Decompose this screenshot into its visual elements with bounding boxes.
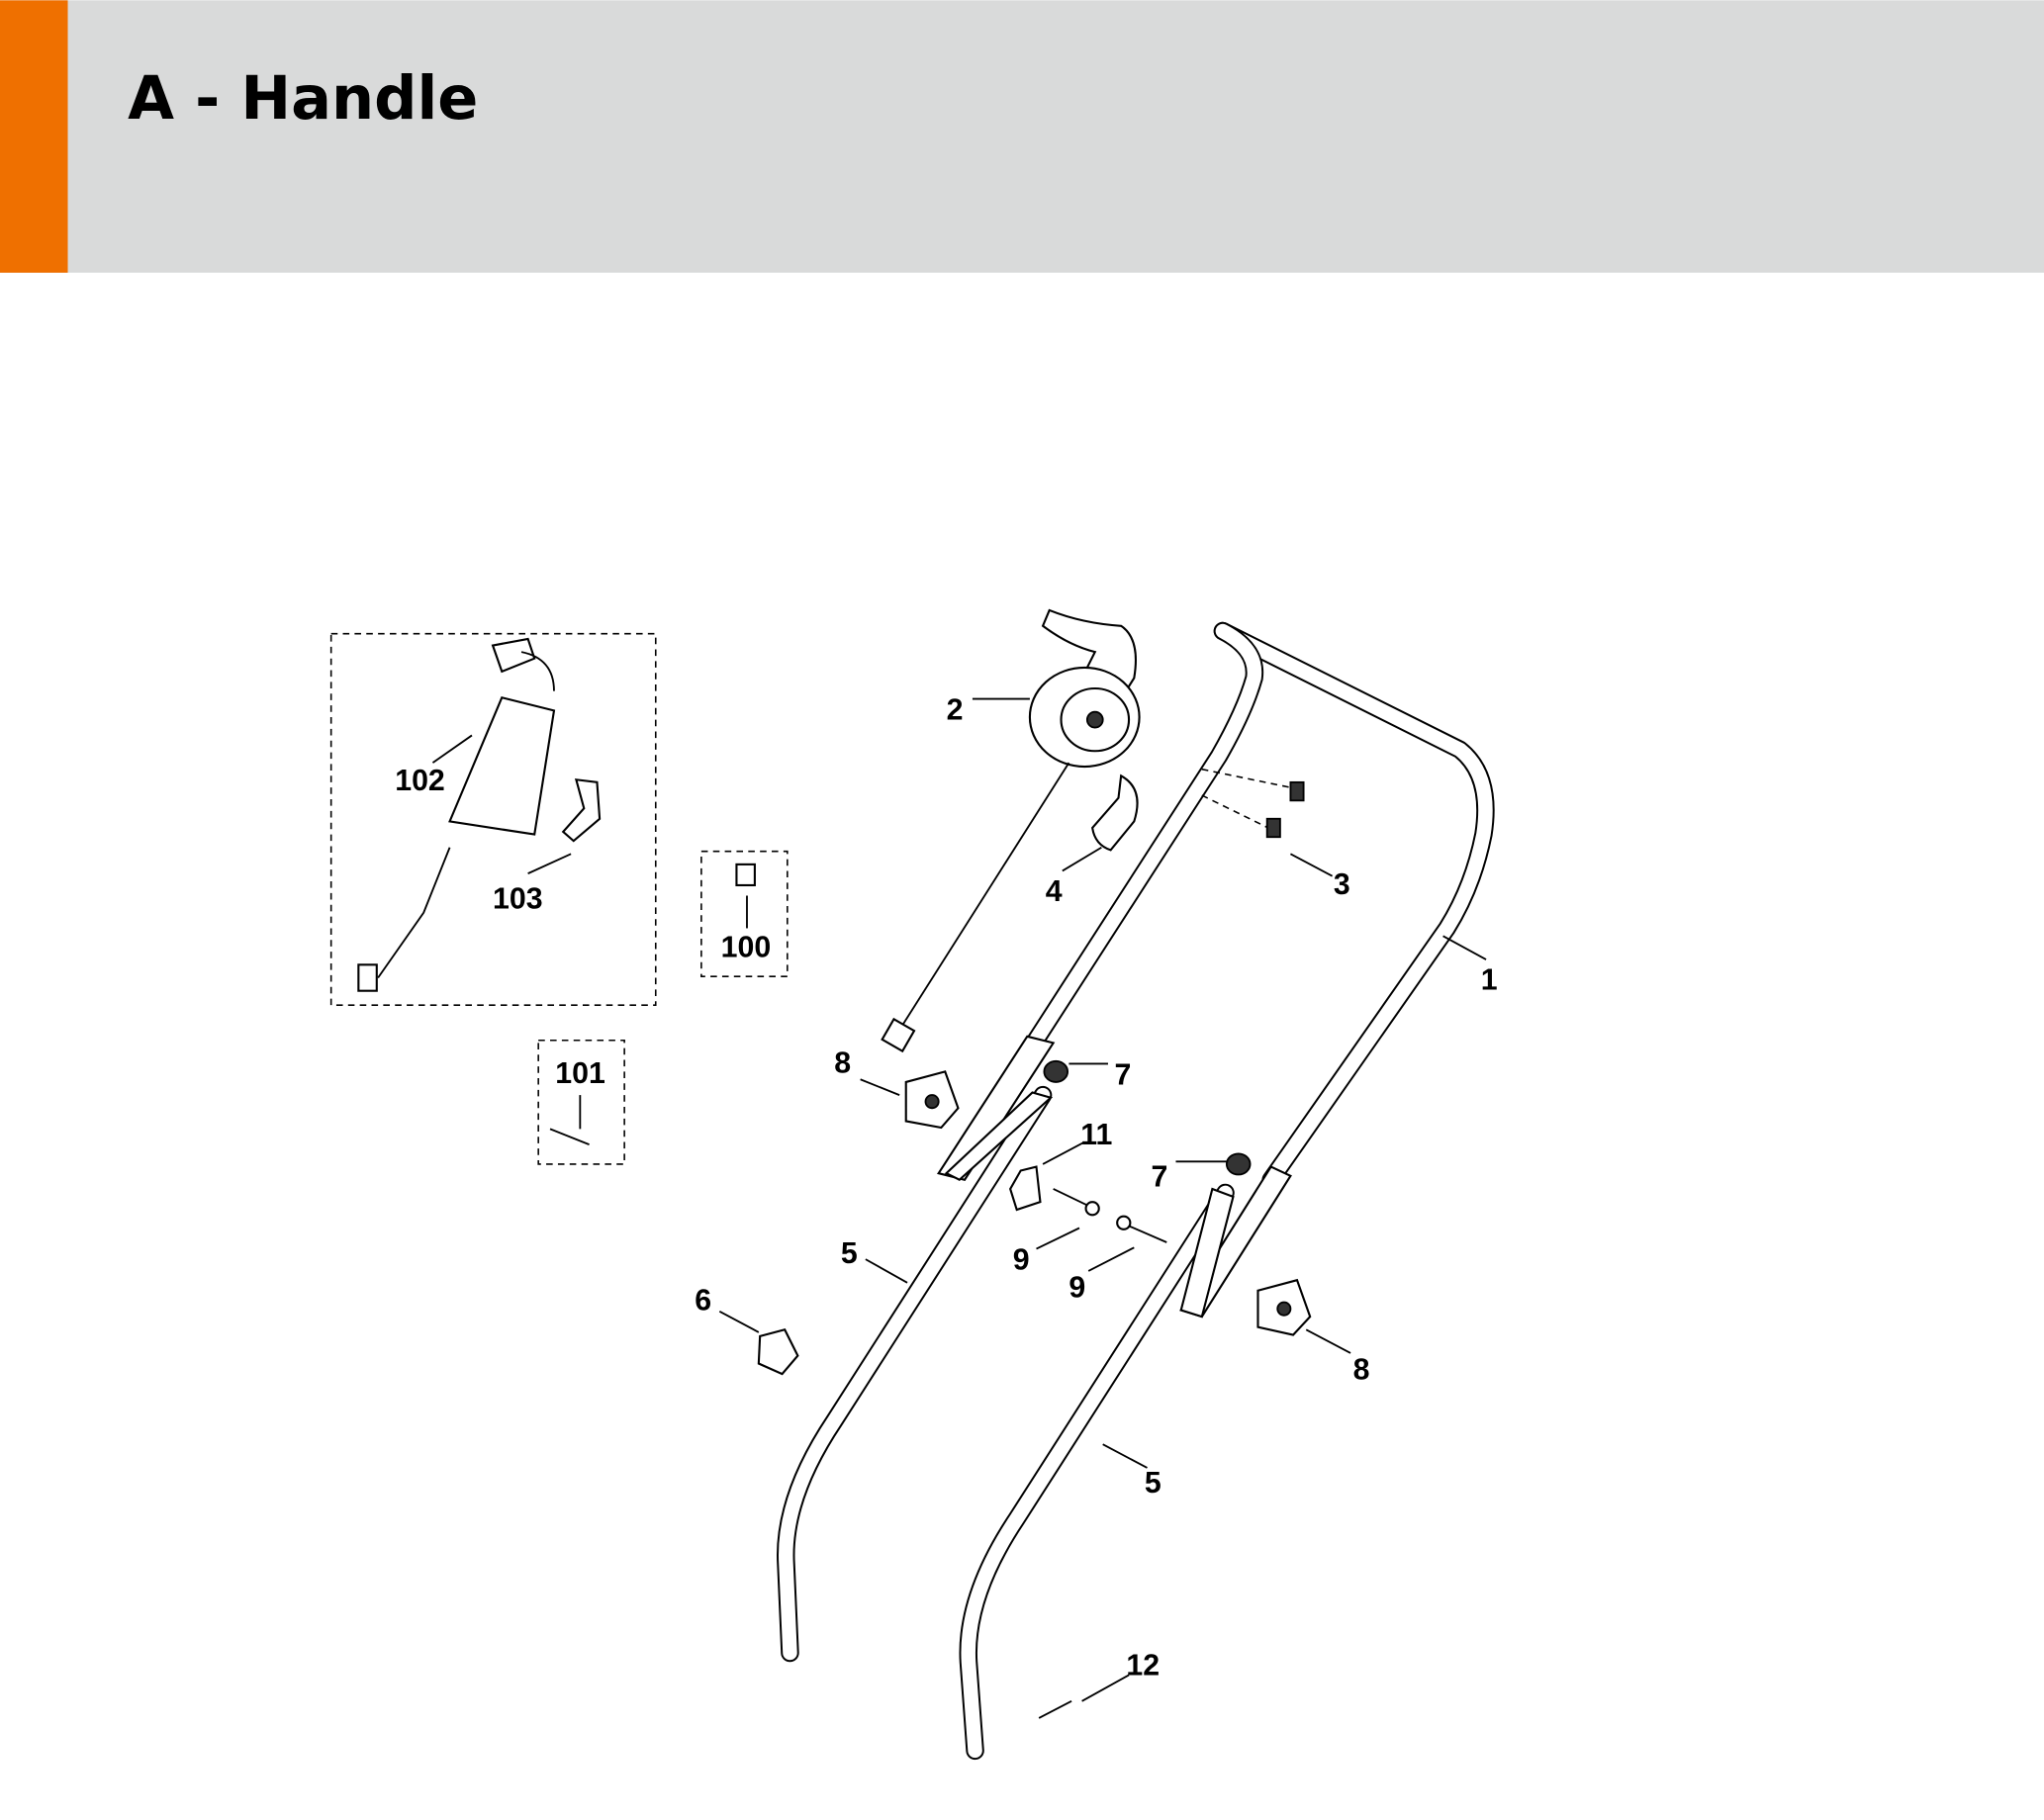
- callout-7-lower: 7: [1151, 1160, 1167, 1193]
- kit-box-102-103: [329, 632, 657, 1006]
- part-100-connector: [735, 863, 756, 887]
- insert-left: [944, 1091, 1054, 1182]
- leader-lines: [431, 697, 1487, 1702]
- callout-103: 103: [493, 883, 543, 916]
- accent-bar: [0, 0, 68, 273]
- callout-2: 2: [947, 694, 964, 727]
- page-title: A - Handle: [128, 64, 478, 134]
- part-3-screws: [1201, 768, 1305, 839]
- callout-9-left: 9: [1013, 1244, 1030, 1277]
- part-11-clamp: [1008, 1165, 1042, 1212]
- callout-11: 11: [1080, 1119, 1112, 1151]
- callout-7-upper: 7: [1115, 1059, 1132, 1092]
- part-7-caps: [1043, 1059, 1252, 1176]
- exploded-diagram: 1 2 3 4 5 5 6 7 7 8 8 9 9 11 12 100 101 …: [329, 608, 1498, 1761]
- part-4-cable-clip: [1091, 774, 1139, 852]
- header-band: [0, 0, 2044, 273]
- kit-box-101: [537, 1039, 625, 1165]
- part-8-knobs: [904, 1070, 1312, 1336]
- part-102-switch-assembly: [357, 637, 556, 992]
- insert-right: [1179, 1187, 1235, 1319]
- callout-102: 102: [395, 765, 445, 797]
- callout-100: 100: [721, 931, 772, 963]
- part-101-pin: [549, 1128, 590, 1146]
- part-103-bracket: [561, 777, 602, 843]
- bracket-left: [936, 1035, 1056, 1181]
- callout-3: 3: [1334, 868, 1350, 901]
- callout-101: 101: [555, 1057, 605, 1090]
- part-5-lower-tube-left: [777, 1085, 1053, 1663]
- part-6-clip: [757, 1328, 799, 1376]
- part-12-screw: [1038, 1699, 1072, 1719]
- callout-12: 12: [1126, 1649, 1160, 1682]
- callout-4: 4: [1046, 875, 1063, 908]
- callout-5-left: 5: [841, 1237, 858, 1270]
- part-5-lower-tube-right: [959, 1183, 1235, 1761]
- callout-8-right: 8: [1353, 1353, 1370, 1386]
- callout-9-right: 9: [1068, 1271, 1085, 1304]
- part-9-bolts: [1053, 1188, 1167, 1243]
- part-2-switch-box: [881, 608, 1141, 1053]
- callout-1: 1: [1481, 963, 1498, 996]
- part-1-upper-handle: [1020, 621, 1495, 1189]
- callout-6: 6: [695, 1285, 711, 1318]
- callout-5-right: 5: [1145, 1467, 1161, 1500]
- callout-8-left: 8: [834, 1047, 851, 1080]
